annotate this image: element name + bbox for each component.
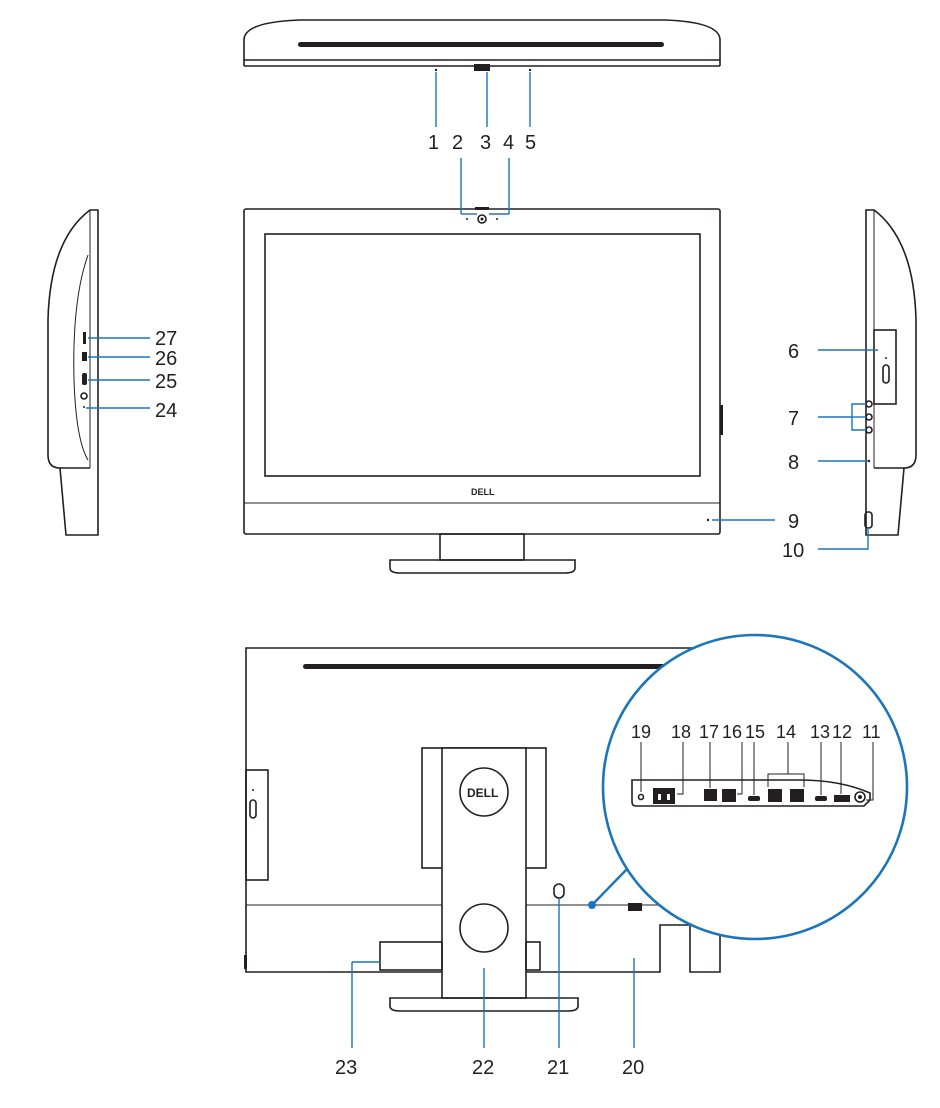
callout-18: 18 — [671, 722, 691, 742]
callout-13: 13 — [810, 722, 830, 742]
back-view: DELL — [244, 647, 721, 1048]
callout-21: 21 — [547, 1057, 569, 1079]
right-side-view — [818, 209, 917, 550]
callout-22: 22 — [472, 1057, 494, 1079]
callout-19: 19 — [631, 722, 651, 742]
callout-10: 10 — [782, 540, 804, 562]
dell-logo-back: DELL — [467, 786, 498, 800]
top-view — [243, 19, 721, 127]
callout-11: 11 — [862, 722, 881, 742]
dell-logo: DELL — [471, 487, 495, 497]
callout-15: 15 — [745, 722, 765, 742]
left-side-view — [47, 209, 150, 536]
front-view: DELL — [243, 158, 775, 574]
callout-17: 17 — [699, 722, 719, 742]
callout-26: 26 — [155, 348, 177, 370]
callout-20: 20 — [622, 1057, 644, 1079]
callout-25: 25 — [155, 371, 177, 393]
callout-12: 12 — [832, 722, 852, 742]
callout-24: 24 — [155, 400, 177, 422]
callout-14: 14 — [776, 722, 796, 742]
callout-9: 9 — [788, 511, 799, 533]
callout-7: 7 — [788, 408, 799, 430]
callout-8: 8 — [788, 452, 799, 474]
callout-16: 16 — [722, 722, 742, 742]
rear-ports-detail — [601, 633, 909, 941]
callout-3: 3 — [480, 132, 491, 154]
callout-4: 4 — [503, 132, 514, 154]
callout-5: 5 — [525, 132, 536, 154]
callout-6: 6 — [788, 341, 799, 363]
callout-27: 27 — [155, 328, 177, 350]
callout-23: 23 — [335, 1057, 357, 1079]
callout-2: 2 — [452, 132, 463, 154]
callout-1: 1 — [428, 132, 439, 154]
